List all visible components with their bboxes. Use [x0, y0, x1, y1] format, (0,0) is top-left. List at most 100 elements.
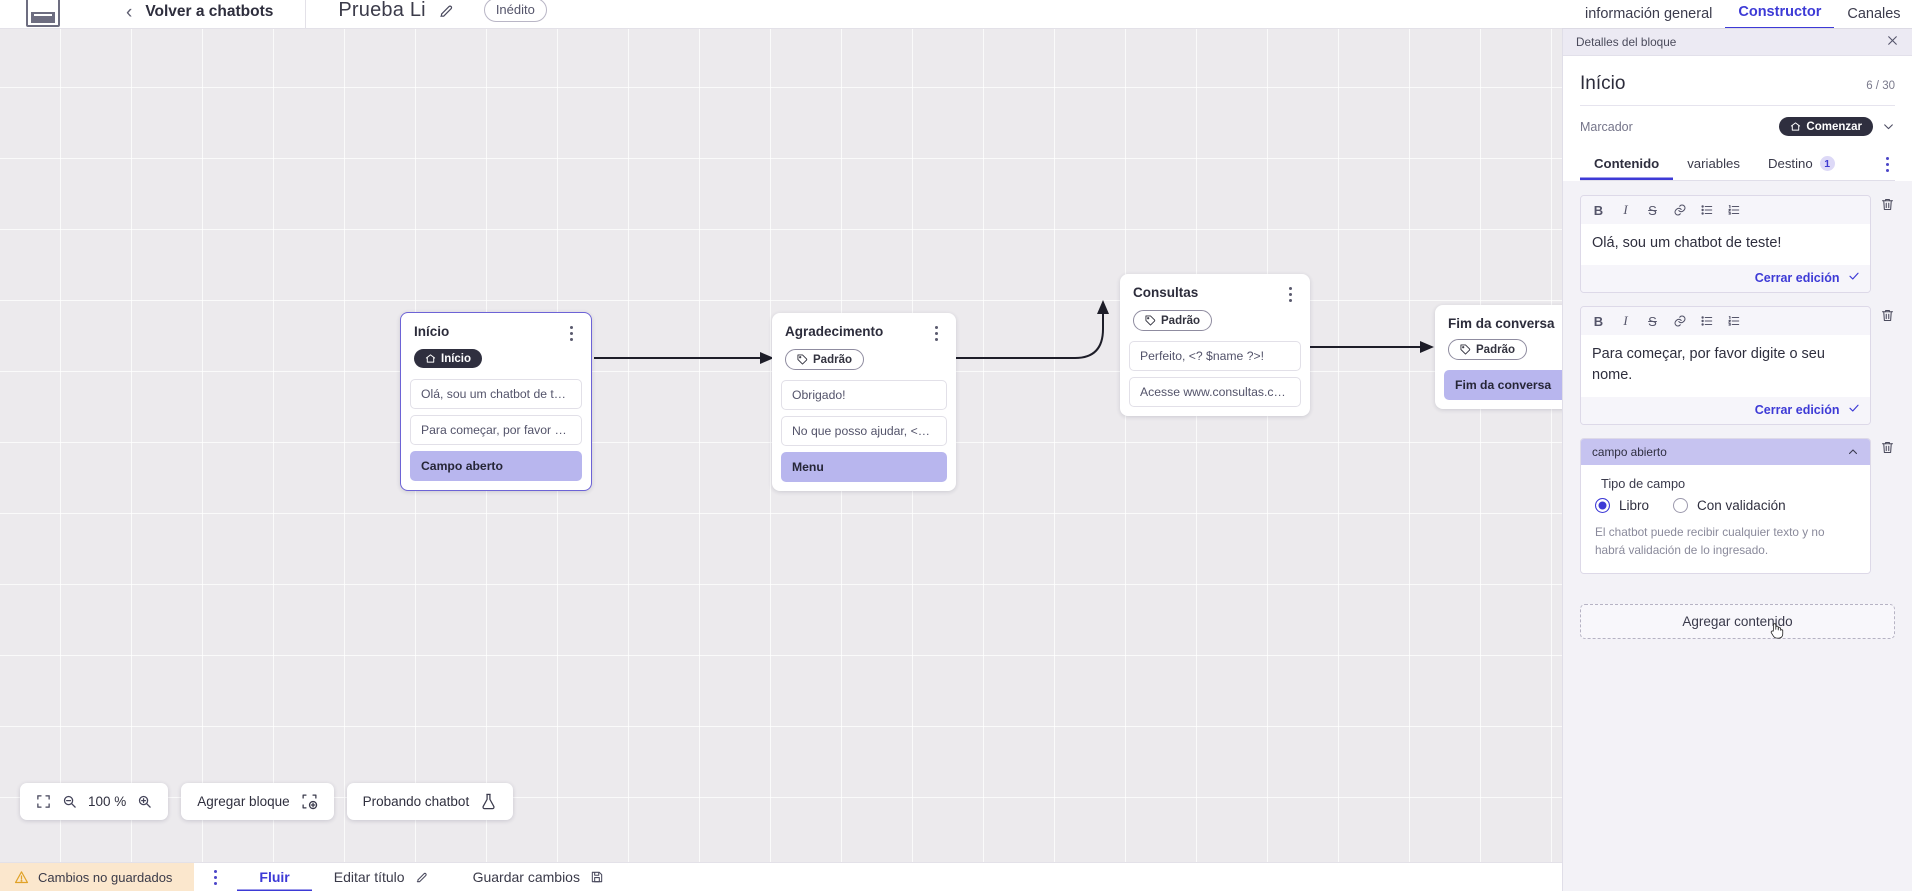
rich-text-editor[interactable]: B I S Olá, sou um chatbot de tes — [1580, 195, 1871, 294]
node-menu-kebab-icon[interactable] — [564, 324, 578, 341]
home-icon — [425, 353, 436, 364]
editor-text[interactable]: Olá, sou um chatbot de teste! — [1581, 224, 1870, 266]
tab-informacion-general[interactable]: información general — [1585, 6, 1713, 22]
node-row[interactable]: Acesse www.consultas.com par... — [1129, 377, 1301, 407]
link-icon[interactable] — [1666, 199, 1693, 221]
block-details-panel: Detalles del bloque Início 6 / 30 Marcad… — [1562, 29, 1912, 891]
product-logo-icon[interactable] — [26, 0, 60, 27]
node-row[interactable]: Para começar, por favor digite o ... — [410, 415, 582, 445]
test-chatbot-label: Probando chatbot — [362, 794, 470, 809]
fit-screen-icon[interactable] — [36, 794, 51, 809]
field-card: campo abierto Tipo de campo Libro — [1580, 438, 1871, 575]
status-badge: Inédito — [483, 0, 547, 22]
bold-icon[interactable]: B — [1593, 202, 1604, 218]
flow-node-agradecimento[interactable]: Agradecimento Padrão Obrigado! No que po… — [772, 313, 956, 491]
node-row[interactable]: Olá, sou um chatbot de teste! — [410, 379, 582, 409]
chevron-down-icon[interactable] — [1882, 120, 1895, 133]
rich-text-editor[interactable]: B I S Para começar, por favor di — [1580, 306, 1871, 426]
check-icon — [1848, 270, 1860, 282]
node-header: Início — [401, 313, 591, 341]
node-row[interactable]: Perfeito, <? $name ?>! — [1129, 341, 1301, 371]
tab-constructor[interactable]: Constructor — [1725, 4, 1835, 29]
close-edition-button[interactable]: Cerrar edición — [1581, 265, 1870, 293]
content-editor-block: B I S Para começar, por favor di — [1580, 306, 1895, 426]
flow-canvas[interactable]: Início Início Olá, sou um chatbot de tes… — [0, 29, 1562, 862]
trash-icon[interactable] — [1879, 195, 1895, 212]
node-chip-padrao: Padrão — [785, 349, 864, 370]
radio-libro[interactable]: Libro — [1595, 498, 1649, 514]
link-icon[interactable] — [1666, 310, 1693, 332]
home-icon — [1790, 121, 1801, 132]
panel-more-icon[interactable] — [1886, 156, 1895, 172]
node-row[interactable]: Fim da conversa — [1444, 370, 1562, 400]
destino-count-badge: 1 — [1819, 156, 1835, 171]
marker-value-label: Comenzar — [1806, 120, 1862, 133]
bulleted-list-icon[interactable] — [1693, 199, 1720, 221]
status-item-label: Fluir — [259, 869, 290, 885]
editor-text[interactable]: Para começar, por favor digite o seu nom… — [1581, 335, 1870, 398]
trash-icon[interactable] — [1879, 438, 1895, 455]
unsaved-changes-label: Cambios no guardados — [38, 869, 173, 885]
panel-tab-bar: Contenido variables Destino 1 — [1580, 148, 1895, 181]
toolbar-divider — [305, 0, 307, 32]
close-icon[interactable] — [1886, 34, 1899, 50]
numbered-list-icon[interactable] — [1720, 310, 1747, 332]
node-menu-kebab-icon[interactable] — [929, 324, 943, 341]
radio-con-validacion[interactable]: Con validación — [1673, 498, 1786, 514]
status-item-fluir[interactable]: Fluir — [237, 863, 311, 891]
strikethrough-icon[interactable]: S — [1648, 202, 1657, 218]
numbered-list-icon[interactable] — [1720, 199, 1747, 221]
panel-tab-contenido[interactable]: Contenido — [1580, 148, 1673, 180]
panel-content-scroll[interactable]: B I S Olá, sou um chatbot de tes — [1563, 181, 1912, 891]
node-chip-label: Início — [441, 352, 472, 365]
flow-node-inicio[interactable]: Início Início Olá, sou um chatbot de tes… — [400, 312, 592, 491]
radio-indicator — [1673, 498, 1689, 514]
block-char-count: 6 / 30 — [1866, 80, 1895, 92]
add-block-button[interactable]: Agregar bloque — [181, 783, 334, 820]
add-content-button[interactable]: Agregar contenido — [1580, 604, 1895, 640]
node-menu-kebab-icon[interactable] — [1283, 285, 1297, 302]
trash-icon[interactable] — [1879, 306, 1895, 323]
tab-canales[interactable]: Canales — [1847, 6, 1901, 22]
zoom-in-icon[interactable] — [137, 794, 152, 809]
marker-control[interactable]: Comenzar — [1779, 117, 1895, 136]
panel-tab-variables[interactable]: variables — [1673, 148, 1754, 180]
chevron-up-icon[interactable] — [1847, 446, 1859, 458]
top-tab-bar: información general Constructor Canales — [1562, 0, 1912, 29]
node-row[interactable]: No que posso ajudar, <? $name ... — [781, 416, 947, 446]
chevron-left-icon[interactable]: ‹ — [126, 1, 133, 23]
status-more-icon[interactable] — [214, 869, 218, 885]
node-rows: Fim da conversa — [1435, 370, 1562, 400]
zoom-out-icon[interactable] — [62, 794, 77, 809]
pencil-icon[interactable] — [438, 2, 455, 19]
zoom-controls: 100 % — [20, 783, 169, 820]
status-item-guardar-cambios[interactable]: Guardar cambios — [451, 863, 626, 891]
italic-icon[interactable]: I — [1623, 313, 1628, 329]
unsaved-changes-banner: Cambios no guardados — [0, 862, 195, 891]
node-row[interactable]: Menu — [781, 452, 947, 482]
node-row[interactable]: Campo aberto — [410, 451, 582, 481]
flask-icon — [480, 793, 497, 810]
add-block-icon — [301, 793, 318, 810]
block-name: Início — [1580, 73, 1626, 94]
flow-node-fim-da-conversa[interactable]: Fim da conversa Padrão Fim da conversa — [1435, 305, 1562, 409]
italic-icon[interactable]: I — [1623, 202, 1628, 217]
back-to-chatbots-link[interactable]: Volver a chatbots — [145, 3, 274, 20]
bulleted-list-icon[interactable] — [1693, 310, 1720, 332]
panel-tab-label: Contenido — [1594, 156, 1660, 171]
node-chip-label: Padrão — [1476, 343, 1515, 356]
field-header[interactable]: campo abierto — [1581, 439, 1870, 466]
bold-icon[interactable]: B — [1593, 313, 1604, 329]
node-rows: Obrigado! No que posso ajudar, <? $name … — [772, 380, 956, 482]
strikethrough-icon[interactable]: S — [1648, 313, 1657, 329]
node-chip-label: Padrão — [813, 353, 852, 366]
field-hint: El chatbot puede recibir cualquier texto… — [1595, 525, 1825, 557]
panel-tab-destino[interactable]: Destino 1 — [1754, 148, 1849, 180]
flow-node-consultas[interactable]: Consultas Padrão Perfeito, <? $name ?>! … — [1120, 274, 1310, 416]
node-row[interactable]: Obrigado! — [781, 380, 947, 410]
close-edition-button[interactable]: Cerrar edición — [1581, 397, 1870, 425]
marker-value-chip[interactable]: Comenzar — [1779, 117, 1873, 136]
test-chatbot-button[interactable]: Probando chatbot — [346, 783, 514, 820]
status-item-editar-titulo[interactable]: Editar título — [312, 863, 451, 891]
